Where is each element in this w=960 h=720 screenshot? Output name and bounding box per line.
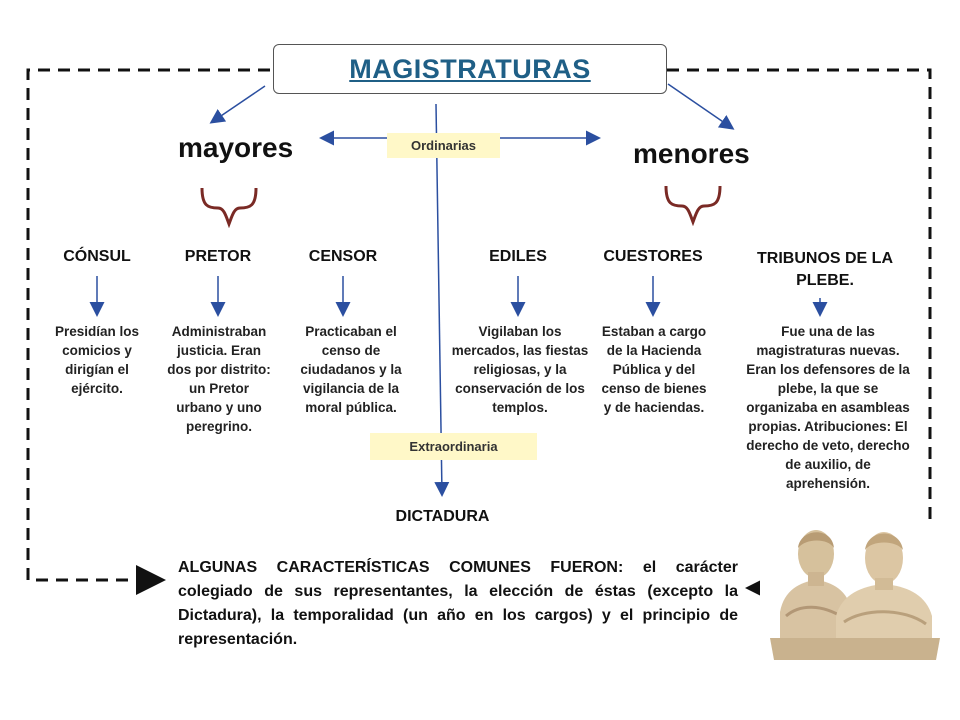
category-menores: menores	[633, 138, 750, 169]
description-tribunos: Fue una de las magistraturas nuevas. Era…	[746, 324, 910, 491]
heading-censor: CENSOR	[308, 248, 378, 265]
description-censor: Practicaban el censo de ciudadanos y la …	[300, 324, 402, 415]
heading-ediles: EDILES	[489, 248, 547, 265]
arrow-to-dictadura	[434, 103, 450, 497]
title-box[interactable]: MAGISTRATURAS	[273, 44, 667, 94]
summary-text: ALGUNAS CARACTERÍSTICAS COMUNES FUERON: …	[178, 559, 738, 648]
description-ediles: Vigilaban los mercados, las fiestas reli…	[451, 324, 589, 415]
heading-tribunos: TRIBUNOS DE LA PLEBE.	[757, 250, 893, 289]
description-consul: Presidían los comicios y dirigían el ejé…	[54, 324, 140, 396]
roman-busts-image	[760, 520, 948, 660]
dashed-frame	[26, 68, 270, 595]
heading-pretor: PRETOR	[184, 248, 252, 265]
description-cuestores: Estaban a cargo de la Hacienda Pública y…	[601, 324, 707, 415]
curly-brace-icon	[664, 185, 722, 226]
tag-extraordinaria: Extraordinaria	[370, 433, 537, 460]
page-title[interactable]: MAGISTRATURAS	[349, 53, 591, 84]
tag-ordinarias: Ordinarias	[387, 133, 500, 158]
arrow-to-menores	[667, 83, 735, 130]
arrow-to-mayores	[209, 85, 266, 124]
dictadura-label: DICTADURA	[395, 508, 490, 525]
description-pretor: Administraban justicia. Eran dos por dis…	[167, 324, 271, 434]
heading-cuestores: CUESTORES	[603, 248, 703, 265]
curly-brace-icon	[200, 187, 258, 228]
category-mayores: mayores	[178, 132, 294, 163]
dashed-frame-right	[667, 68, 932, 590]
heading-consul: CÓNSUL	[63, 248, 131, 265]
